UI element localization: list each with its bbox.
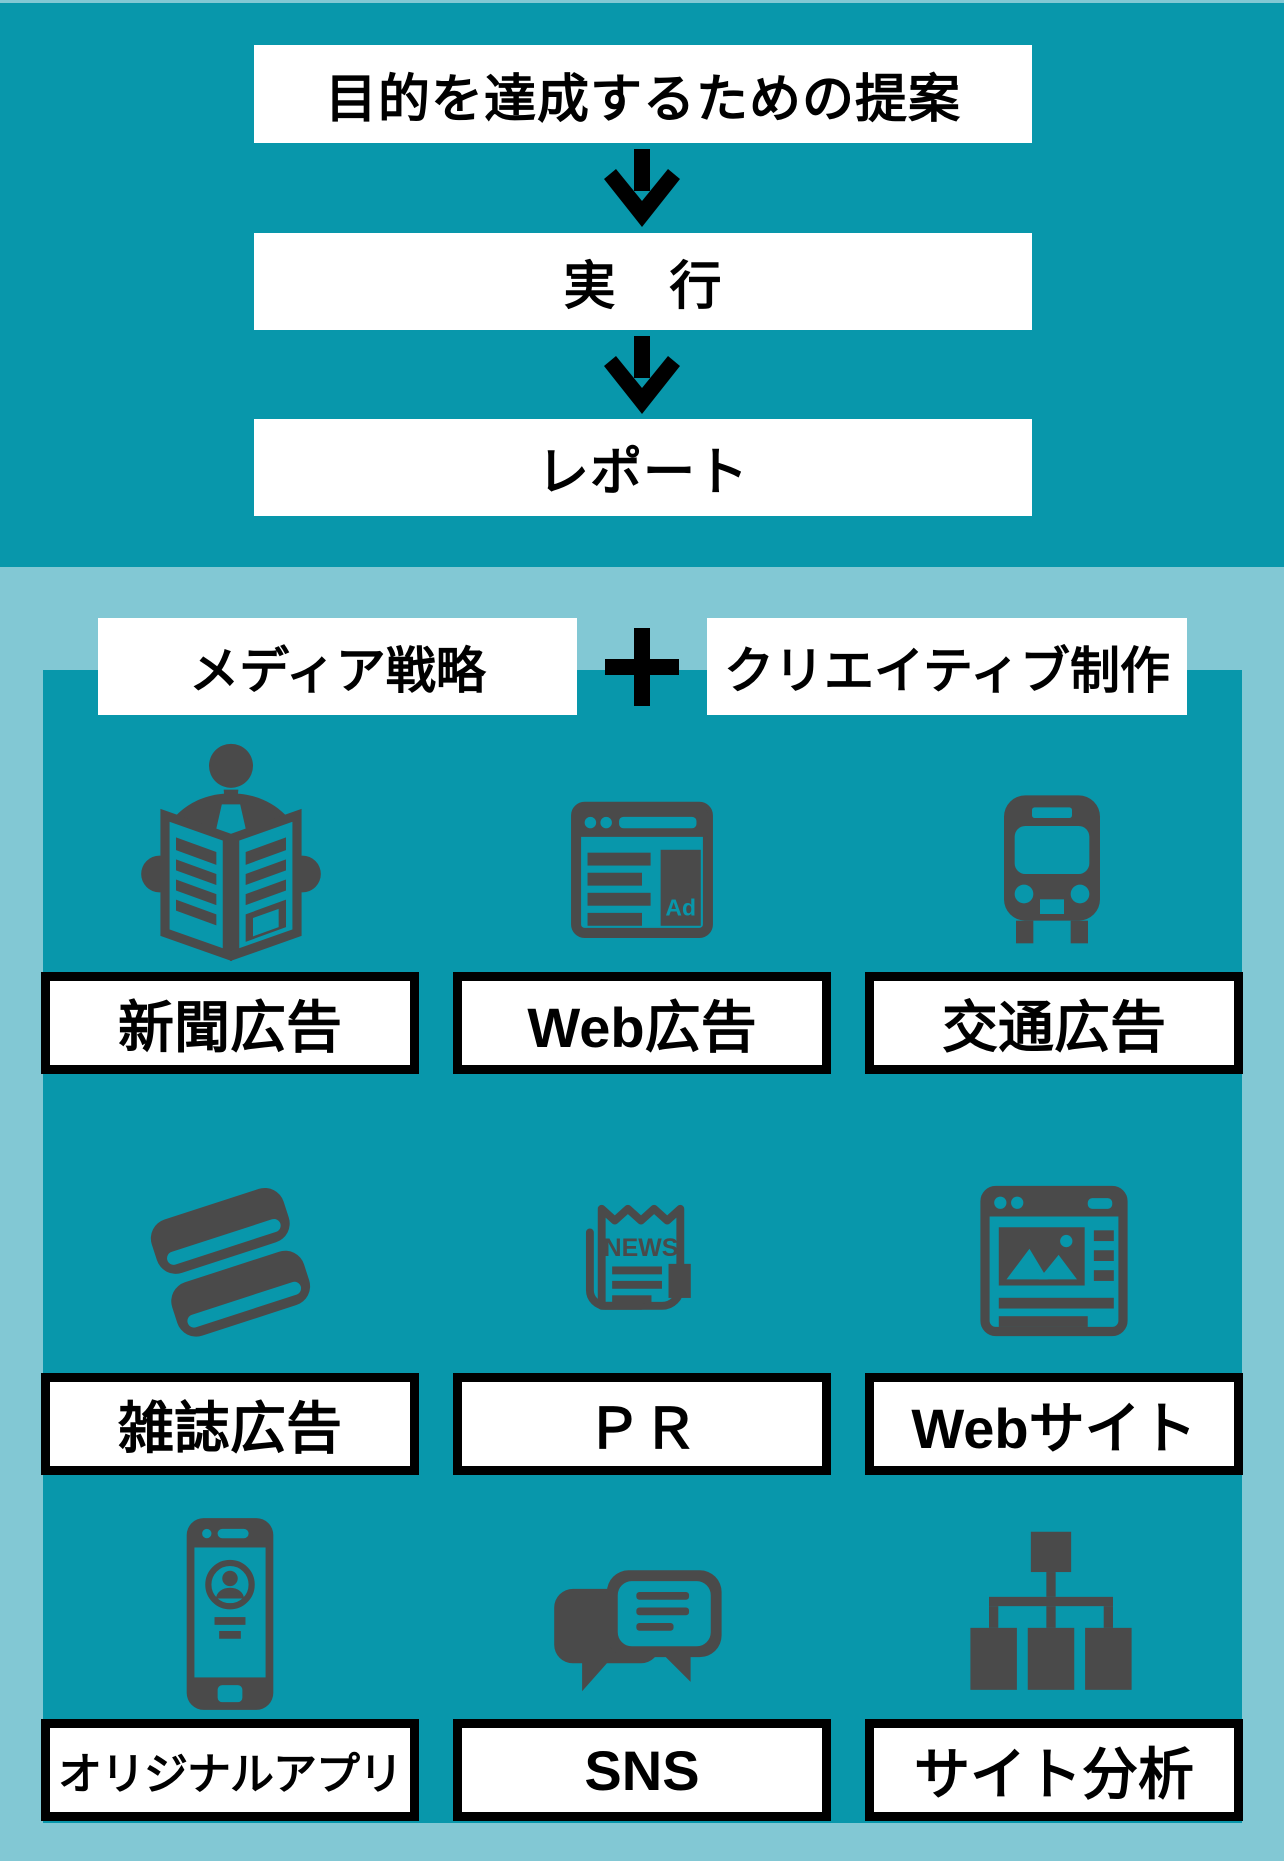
flow-step-execution-label: 実 行: [563, 258, 723, 316]
label-newspaper-ads: 新聞広告: [41, 972, 419, 1074]
label-transit-ads-text: 交通広告: [942, 995, 1166, 1059]
newspaper-reader-icon: [118, 742, 344, 962]
flow-step-execution: 実 行: [254, 233, 1032, 330]
label-website: Webサイト: [865, 1373, 1243, 1475]
down-arrow-icon: [604, 149, 680, 229]
label-web-ads: Web広告: [453, 972, 831, 1074]
news-text: NEWS: [604, 1234, 679, 1262]
chat-bubbles-icon: [548, 1542, 734, 1704]
plus-icon: [605, 628, 679, 706]
label-pr: ＰＲ: [453, 1373, 831, 1475]
flow-step-proposal: 目的を達成するための提案: [254, 45, 1032, 143]
label-site-analysis: サイト分析: [865, 1719, 1243, 1821]
creative-production-box: クリエイティブ制作: [707, 618, 1187, 715]
ad-text: Ad: [665, 895, 696, 921]
flow-step-proposal-label: 目的を達成するための提案: [324, 70, 961, 129]
label-sns-text: SNS: [584, 1738, 700, 1802]
flow-step-report: レポート: [254, 419, 1032, 516]
media-strategy-box: メディア戦略: [98, 618, 577, 715]
creative-production-label: クリエイティブ制作: [724, 642, 1170, 699]
label-magazine-ads: 雑誌広告: [41, 1373, 419, 1475]
label-website-text: Webサイト: [911, 1396, 1197, 1460]
label-original-app-text: オリジナルアプリ: [58, 1750, 403, 1799]
news-paper-icon: NEWS: [562, 1180, 720, 1332]
web-ad-browser-icon: Ad: [556, 772, 728, 962]
label-original-app: オリジナルアプリ: [41, 1719, 419, 1821]
sitemap-icon: [958, 1528, 1144, 1706]
label-sns: SNS: [453, 1719, 831, 1821]
media-strategy-label: メディア戦略: [189, 642, 486, 699]
flow-step-report-label: レポート: [536, 444, 749, 502]
label-web-ads-text: Web広告: [527, 995, 757, 1059]
label-magazine-ads-text: 雑誌広告: [118, 1396, 342, 1460]
label-site-analysis-text: サイト分析: [914, 1742, 1194, 1806]
magazines-icon: [133, 1168, 331, 1366]
label-newspaper-ads-text: 新聞広告: [118, 995, 342, 1059]
down-arrow-icon: [604, 336, 680, 416]
label-transit-ads: 交通広告: [865, 972, 1243, 1074]
smartphone-app-icon: [152, 1515, 308, 1713]
website-browser-icon: [962, 1165, 1146, 1357]
bus-icon: [972, 775, 1132, 965]
label-pr-text: ＰＲ: [586, 1396, 698, 1460]
